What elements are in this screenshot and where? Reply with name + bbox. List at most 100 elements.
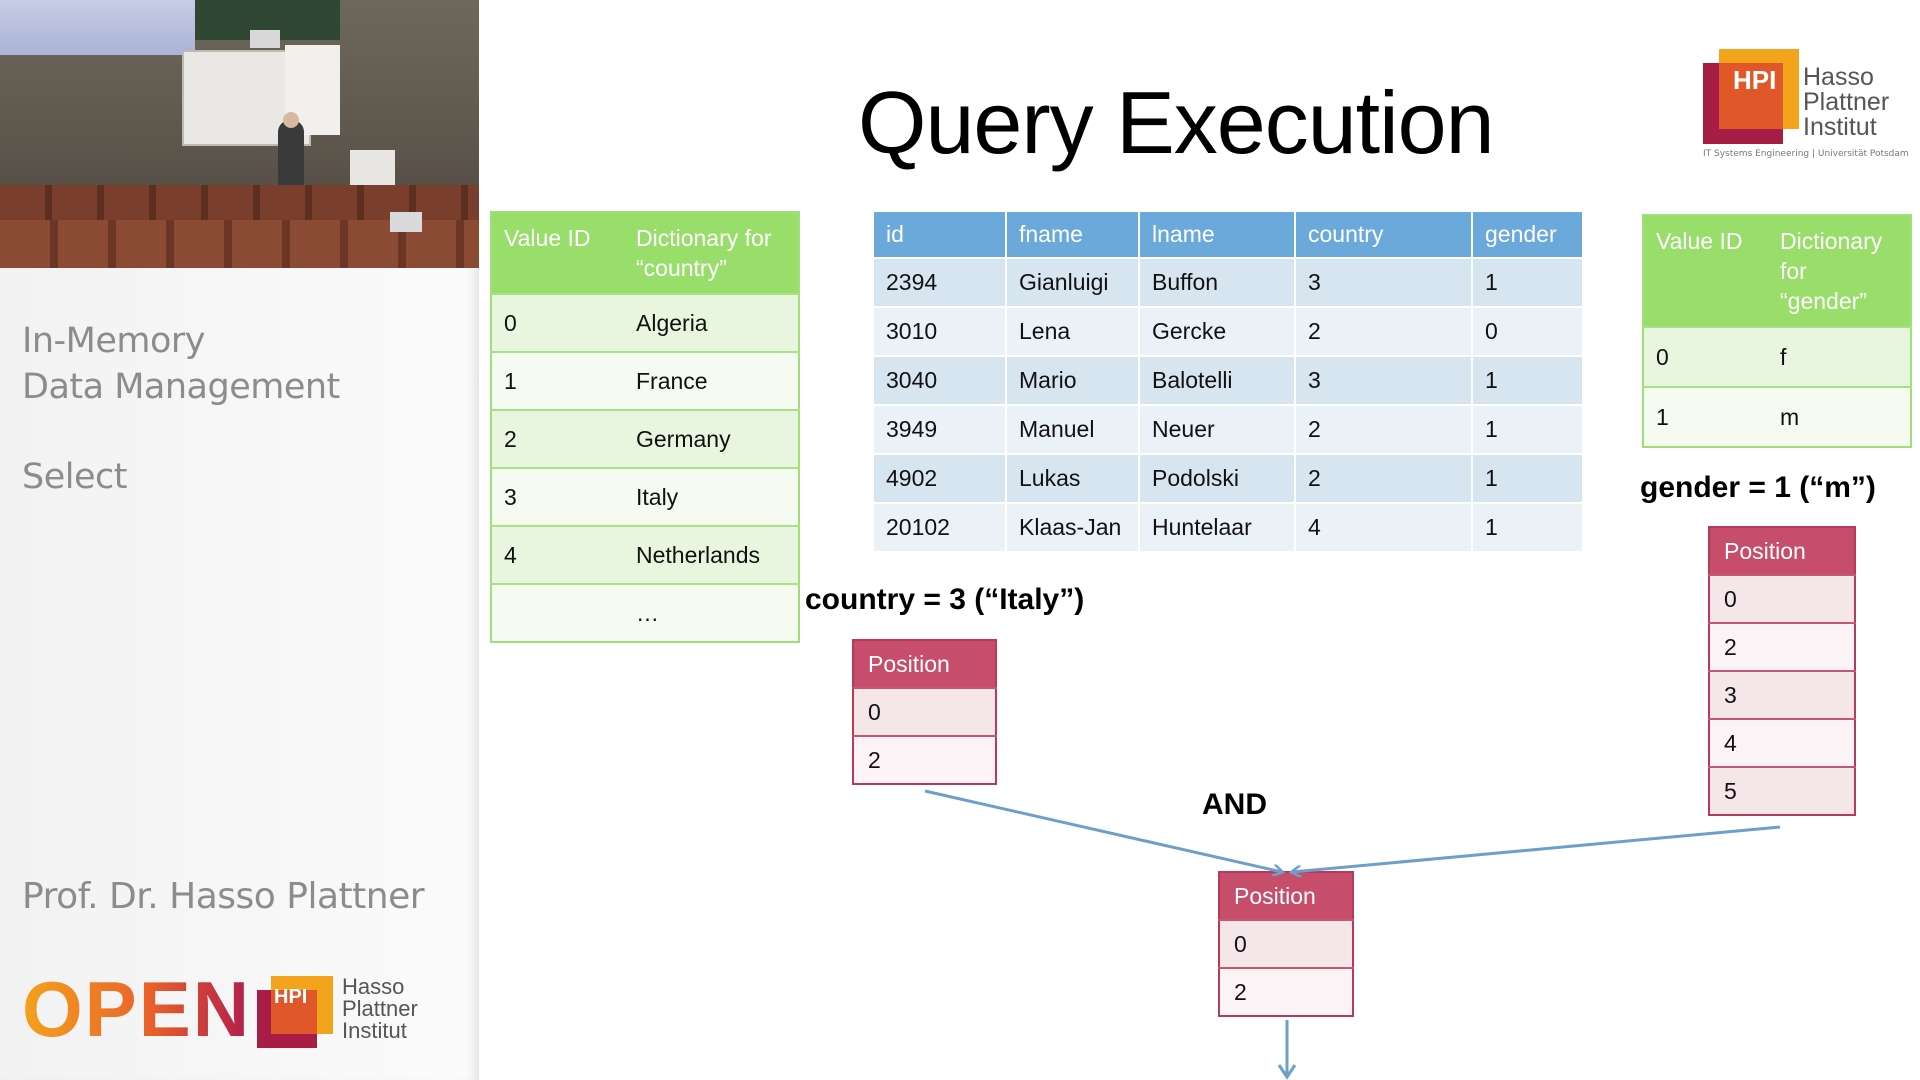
gender-dictionary-row: 1 m	[1643, 386, 1911, 447]
cell-id: 3949	[874, 404, 1007, 454]
course-topic: Select	[22, 457, 127, 497]
country-dictionary-header-value-id: Value ID	[491, 212, 624, 294]
country-position-list: Position 0 2	[852, 639, 997, 785]
gender-value: f	[1768, 326, 1911, 387]
slide-title: Query Execution	[858, 73, 1495, 172]
column-header-id: id	[874, 212, 1007, 258]
lecture-video[interactable]	[0, 0, 479, 268]
country-value: Netherlands	[624, 525, 799, 584]
gender-dictionary-header-value-id: Value ID	[1643, 215, 1768, 327]
country-value: France	[624, 351, 799, 410]
country-dictionary-table: Value ID Dictionary for “country” 0 Alge…	[490, 211, 800, 643]
cell-gender: 1	[1472, 404, 1582, 454]
result-position-header-row: Position	[1219, 872, 1353, 920]
country-dictionary-row: …	[491, 583, 799, 642]
cell-gender: 0	[1472, 306, 1582, 356]
open-logo-line-2: Plattner	[342, 996, 418, 1021]
list-item: 0	[1709, 574, 1855, 623]
country-position-header-row: Position	[853, 640, 996, 688]
column-header-gender: gender	[1472, 212, 1582, 258]
cell-id: 20102	[874, 502, 1007, 551]
cell-gender: 1	[1472, 453, 1582, 503]
hpi-logo-text: Hasso Plattner Institut	[1803, 65, 1889, 140]
open-badge-text: HPI	[274, 986, 308, 1008]
cell-fname: Lukas	[1006, 453, 1140, 503]
video-scene-projector	[250, 30, 280, 48]
country-value-id: 3	[491, 467, 624, 526]
gender-to-and-arrow	[1292, 825, 1781, 872]
country-value-id: 1	[491, 351, 624, 410]
list-item: 2	[1219, 967, 1353, 1016]
country-dictionary-row: 3 Italy	[491, 467, 799, 526]
gender-position-value: 4	[1709, 718, 1855, 767]
cell-lname: Gercke	[1139, 306, 1296, 356]
openhpi-logo: OPEN HPI Hasso Plattner Institut	[22, 965, 442, 1053]
gender-dictionary-table: Value ID Dictionary for “gender” 0 f 1 m	[1642, 214, 1912, 448]
table-row: 4902 Lukas Podolski 2 1	[874, 453, 1582, 503]
gender-dictionary-row: 0 f	[1643, 326, 1911, 387]
result-position-value: 0	[1219, 919, 1353, 968]
video-scene-lecturer	[278, 120, 304, 190]
video-scene-projection	[0, 0, 195, 55]
open-logo-text: Hasso Plattner Institut	[342, 976, 418, 1042]
country-value: …	[624, 583, 799, 642]
gender-dictionary-header-dictionary: Dictionary for “gender”	[1768, 215, 1911, 327]
column-header-lname: lname	[1139, 212, 1296, 258]
cell-fname: Mario	[1006, 355, 1140, 405]
table-row: 3949 Manuel Neuer 2 1	[874, 404, 1582, 454]
country-dictionary-row: 4 Netherlands	[491, 525, 799, 584]
gender-position-header: Position	[1709, 527, 1855, 575]
gender-predicate-label: gender = 1 (“m”)	[1640, 471, 1876, 504]
cell-lname: Neuer	[1139, 404, 1296, 454]
cell-fname: Klaas-Jan	[1006, 502, 1140, 551]
country-value-id: 0	[491, 293, 624, 352]
hpi-logo-line-2: Plattner	[1803, 88, 1890, 116]
table-row: 3010 Lena Gercke 2 0	[874, 306, 1582, 356]
cell-country: 2	[1295, 453, 1473, 503]
country-value: Germany	[624, 409, 799, 468]
country-value-id: 4	[491, 525, 624, 584]
players-header-row: id fname lname country gender	[874, 212, 1582, 258]
country-dictionary-header-dictionary: Dictionary for “country”	[624, 212, 799, 294]
gender-position-header-row: Position	[1709, 527, 1855, 575]
country-value-id: 2	[491, 409, 624, 468]
list-item: 4	[1709, 718, 1855, 767]
cell-id: 3040	[874, 355, 1007, 405]
hpi-logo-line-1: Hasso	[1803, 63, 1874, 91]
hpi-badge-text: HPI	[1733, 65, 1777, 95]
video-scene-laptop	[390, 212, 422, 232]
country-dictionary-row: 2 Germany	[491, 409, 799, 468]
cell-country: 2	[1295, 306, 1473, 356]
result-position-header: Position	[1219, 872, 1353, 920]
country-dictionary-row: 1 France	[491, 351, 799, 410]
country-predicate-label: country = 3 (“Italy”)	[805, 583, 1085, 616]
gender-value: m	[1768, 386, 1911, 447]
cell-country: 2	[1295, 404, 1473, 454]
gender-position-list: Position 0 2 3 4 5	[1708, 526, 1856, 816]
video-scene-podium	[350, 150, 395, 190]
country-dictionary-row: 0 Algeria	[491, 293, 799, 352]
cell-gender: 1	[1472, 502, 1582, 551]
country-value: Italy	[624, 467, 799, 526]
cell-lname: Buffon	[1139, 257, 1296, 307]
gender-position-value: 3	[1709, 670, 1855, 719]
cell-fname: Manuel	[1006, 404, 1140, 454]
list-item: 0	[853, 687, 996, 736]
gender-position-value: 2	[1709, 622, 1855, 671]
list-item: 0	[1219, 919, 1353, 968]
cell-country: 4	[1295, 502, 1473, 551]
country-value-id	[491, 583, 624, 642]
country-position-value: 0	[853, 687, 996, 736]
open-logo-line-1: Hasso	[342, 974, 405, 999]
cell-lname: Balotelli	[1139, 355, 1296, 405]
course-sidebar: In-Memory Data Management Select Prof. D…	[0, 0, 479, 1080]
course-title: In-Memory Data Management	[22, 318, 340, 410]
result-down-arrowhead-icon	[1277, 1064, 1297, 1080]
gender-value-id: 1	[1643, 386, 1768, 447]
and-label: AND	[1202, 788, 1267, 821]
gender-dictionary-header-row: Value ID Dictionary for “gender”	[1643, 215, 1911, 327]
course-title-line-1: In-Memory	[22, 321, 205, 361]
players-table: id fname lname country gender 2394 Gianl…	[874, 212, 1582, 551]
gender-position-value: 5	[1709, 766, 1855, 815]
